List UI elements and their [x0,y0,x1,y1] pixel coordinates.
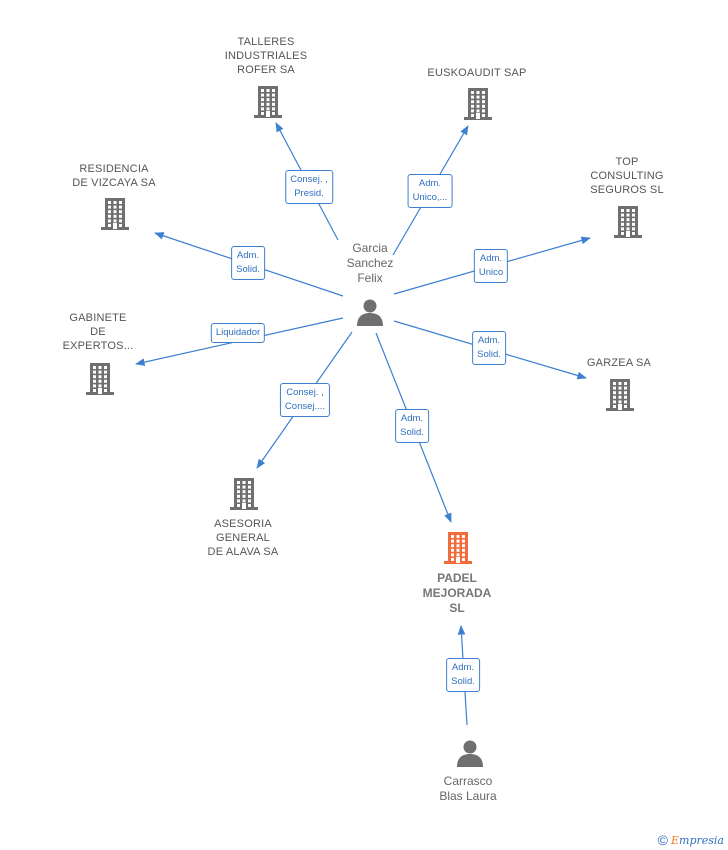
node-label-line: GARZEA SA [586,357,652,369]
edge-label-line: Solid. [451,676,475,687]
edge-label-padel[interactable]: Adm. Solid. [446,658,480,692]
node-label: GABINETE DE EXPERTOS... [63,311,134,353]
footer-brand[interactable]: © Empresia [658,832,724,848]
node-label-line: Garcia [352,241,388,255]
node-label-line: Blas Laura [439,789,497,803]
edge-label-line: Adm. [236,250,260,261]
edge-label-line: Consej.... [284,401,326,412]
node-label-line: EUSKOAUDIT SAP [427,67,527,79]
node-label-line: SEGUROS SL [590,184,664,196]
building-icon [230,478,258,510]
node-label-line: GABINETE [69,312,127,324]
node-label-line: PADEL [437,571,477,585]
node-label-line: DE [90,326,106,338]
edge-label-euskoaudit[interactable]: Adm. Unico,... [407,174,453,208]
node-label-line: Sanchez [346,256,394,270]
edge-label-line: Presid. [294,188,324,199]
edge-label-line: Unico [478,267,504,278]
node-label-line: DE ALAVA SA [207,546,279,558]
building-icon [614,206,642,238]
node-label: RESIDENCIA DE VIZCAYA SA [72,162,156,190]
node-label: GARZEA SA [587,356,651,370]
node-label-line: SL [449,601,465,615]
node-label: ASESORIA GENERAL DE ALAVA SA [208,517,279,559]
node-label-line: TOP [615,156,639,168]
edge-label-garzea[interactable]: Adm. Solid. [472,331,506,365]
building-icon [464,88,492,120]
edge-label-line: Adm. [479,253,503,264]
building-icon [444,532,472,564]
node-label-line: MEJORADA [422,586,492,600]
edge-label-top[interactable]: Adm. Unico [473,249,509,283]
node-label-line: ASESORIA [214,518,272,530]
edge-label-line: Adm. [451,662,475,673]
node-label-line: CONSULTING [590,170,664,182]
edge-label-line: Adm. [400,413,424,424]
node-label-line: ROFER SA [237,64,295,76]
person-icon [357,299,383,326]
edge-label-line: Solid. [400,427,424,438]
edge-label-line: Liquidador [215,327,261,338]
node-label-line: Carrasco [443,774,493,788]
edge-label-residencia[interactable]: Adm. Solid. [231,246,265,280]
node-label-line: EXPERTOS... [62,340,134,352]
node-label-line: GENERAL [216,532,270,544]
node-label: EUSKOAUDIT SAP [427,66,526,80]
building-icon [254,86,282,118]
building-icon [86,363,114,395]
edge-label-asesoria[interactable]: Consej. , Consej.... [279,383,331,417]
edge-label-line: Solid. [477,349,501,360]
person-icon [457,740,483,767]
node-label-line: DE VIZCAYA SA [72,177,156,189]
edge-label-line: Unico,... [412,192,448,203]
node-label-line: RESIDENCIA [79,163,149,175]
node-label-line: TALLERES [237,36,295,48]
edge-label-line: Solid. [236,264,260,275]
node-label: TOP CONSULTING SEGUROS SL [590,155,664,197]
edge-label-line: Adm. [477,335,501,346]
node-label: TALLERES INDUSTRIALES ROFER SA [225,35,307,77]
building-icon [606,379,634,411]
edge-label-line: Adm. [418,178,442,189]
copyright-icon: © [657,832,668,848]
edge-label-gabinete[interactable]: Liquidador [210,323,266,343]
edge-label-padel[interactable]: Adm. Solid. [395,409,429,443]
building-icon [101,198,129,230]
brand-logo: Empresia [671,833,724,847]
edge-label-line: Consej. , [286,387,324,398]
edge-label-talleres[interactable]: Consej. , Presid. [285,170,333,204]
node-label-line: Felix [357,271,383,285]
edge-label-line: Consej. , [290,174,328,185]
node-label-line: INDUSTRIALES [224,50,308,62]
